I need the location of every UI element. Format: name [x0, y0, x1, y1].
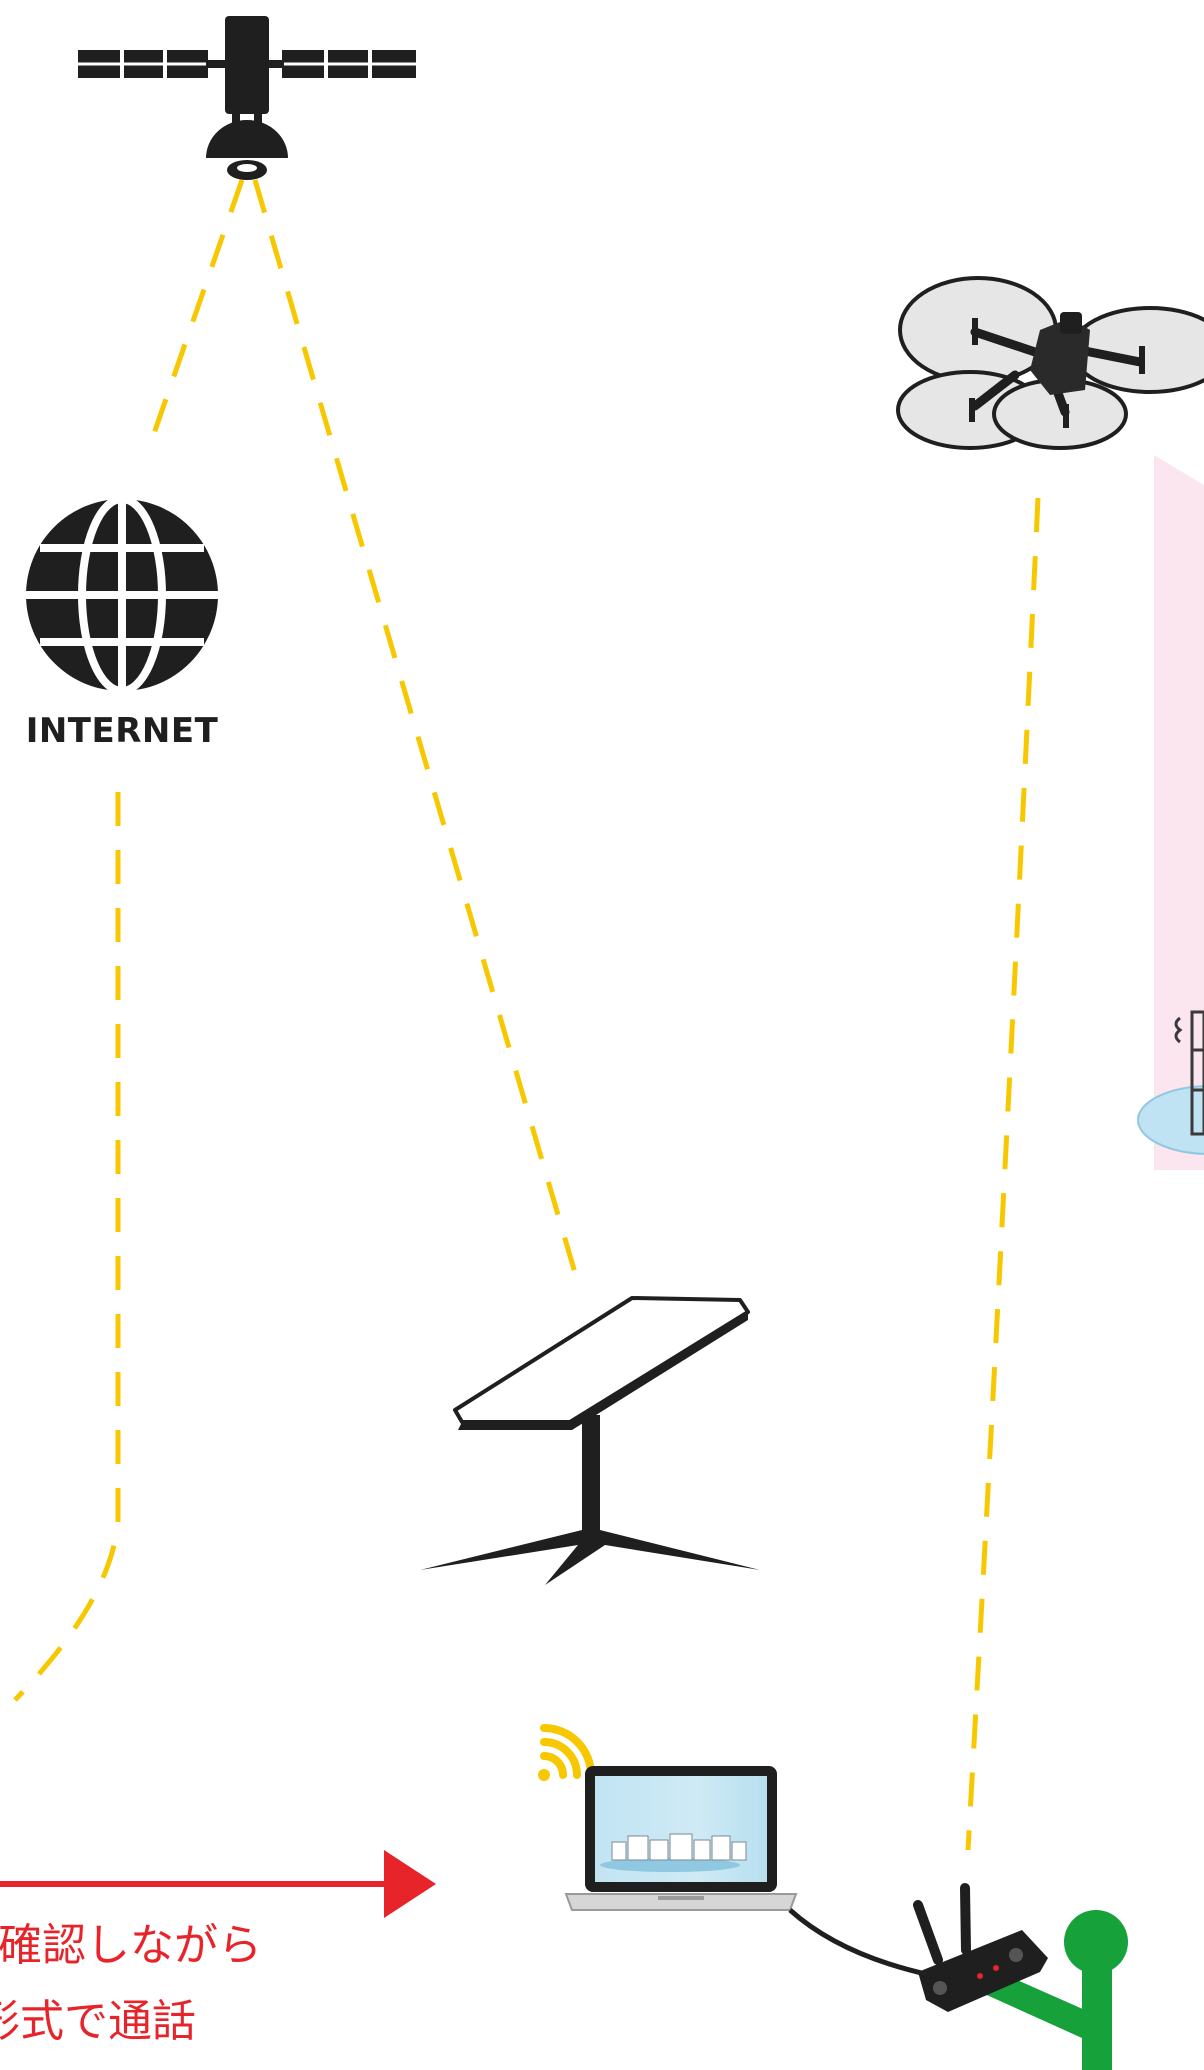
link-lines [13, 179, 1041, 1851]
pink-zone [1154, 455, 1204, 1170]
call-arrow [0, 1850, 436, 1918]
link-internet-down [13, 792, 121, 1702]
wifi-icon [538, 1724, 595, 1781]
link-satellite-dish [252, 179, 583, 1291]
blue-zone-disc [1137, 1085, 1204, 1155]
caption-line-2: 形式で通話 [0, 1996, 196, 2047]
usb-cable [788, 1908, 931, 1978]
link-satellite-internet [147, 179, 245, 446]
internet-label: INTERNET [26, 711, 219, 751]
caption-line-1: 確認しながら [0, 1920, 262, 1971]
satellite-dish-icon [420, 1296, 760, 1585]
drone-icon [896, 276, 1204, 450]
person-icon [980, 1910, 1128, 2070]
laptop-icon [564, 1766, 798, 1911]
tower-icon [1174, 1010, 1204, 1136]
globe-icon [26, 495, 218, 695]
drone-controller-icon [913, 1883, 1048, 2012]
satellite-icon [78, 16, 416, 180]
link-drone-controller [965, 497, 1041, 1851]
